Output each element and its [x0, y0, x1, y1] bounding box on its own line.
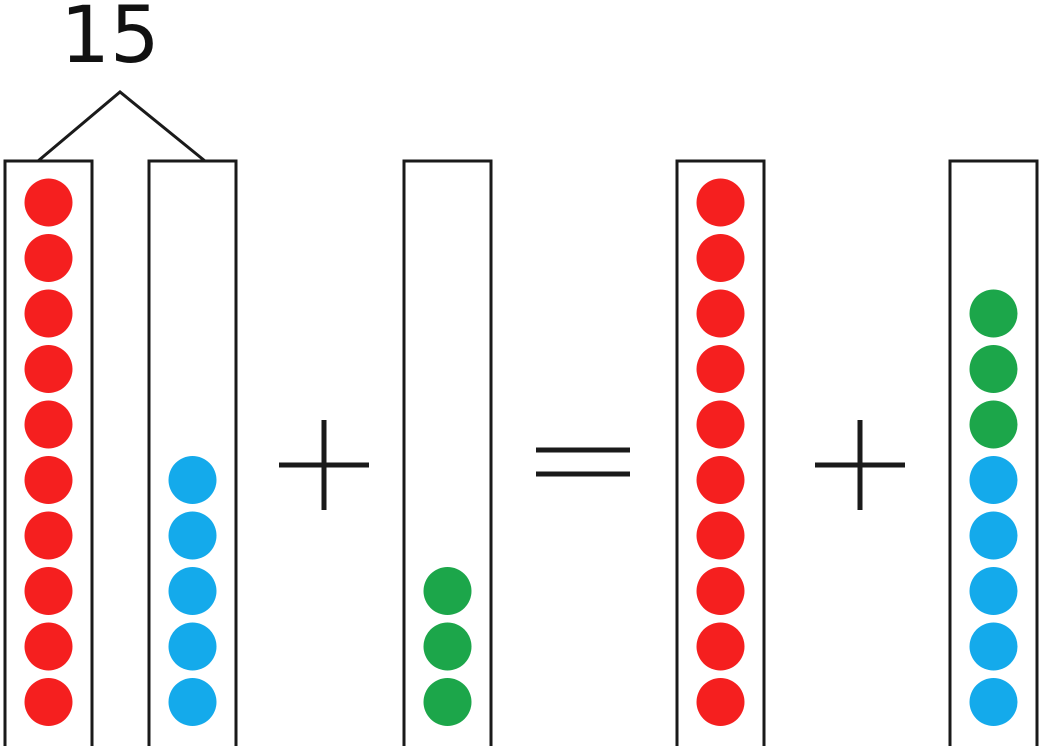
red-counter-dot — [696, 400, 745, 449]
blue-counter-dot — [168, 622, 217, 671]
red-counter-dot — [24, 345, 73, 393]
red-counter-dot — [24, 678, 73, 726]
group-label: 15 — [60, 0, 159, 81]
blue-counter-dot — [969, 511, 1018, 560]
red-counter-dot — [696, 289, 745, 338]
red-counter-dot — [24, 289, 73, 338]
tube-4 — [675, 159, 766, 746]
tube-5 — [948, 159, 1039, 746]
blue-counter-dot — [969, 678, 1018, 726]
blue-counter-dot — [168, 678, 217, 726]
green-counter-dot — [423, 567, 472, 615]
green-counter-dot — [423, 622, 472, 671]
red-counter-dot — [696, 511, 745, 560]
red-counter-dot — [24, 178, 73, 227]
green-counter-dot — [969, 400, 1018, 449]
tubes-layer — [3, 159, 1039, 746]
blue-counter-dot — [969, 567, 1018, 615]
red-counter-dot — [696, 567, 745, 615]
red-counter-dot — [24, 567, 73, 615]
blue-counter-dot — [969, 456, 1018, 504]
green-counter-dot — [969, 345, 1018, 393]
group-bracket: 15 — [37, 0, 206, 163]
green-counter-dot — [969, 289, 1018, 338]
red-counter-dot — [696, 345, 745, 393]
red-counter-dot — [24, 511, 73, 560]
red-counter-dot — [696, 678, 745, 726]
tube-2 — [147, 159, 238, 746]
red-counter-dot — [24, 456, 73, 504]
blue-counter-dot — [969, 622, 1018, 671]
bracket-line — [37, 90, 206, 163]
tube-1 — [3, 159, 94, 746]
equals-sign — [536, 447, 630, 477]
tube-3 — [402, 159, 493, 746]
green-counter-dot — [423, 678, 472, 726]
red-counter-dot — [696, 622, 745, 671]
red-counter-dot — [696, 456, 745, 504]
blue-counter-dot — [168, 567, 217, 615]
blue-counter-dot — [168, 456, 217, 504]
plus-sign-2 — [815, 420, 905, 510]
plus-sign-1 — [279, 420, 369, 510]
red-counter-dot — [696, 234, 745, 282]
red-counter-dot — [24, 234, 73, 282]
red-counter-dot — [24, 622, 73, 671]
blue-counter-dot — [168, 511, 217, 560]
operators-layer — [279, 420, 905, 510]
red-counter-dot — [24, 400, 73, 449]
red-counter-dot — [696, 178, 745, 227]
